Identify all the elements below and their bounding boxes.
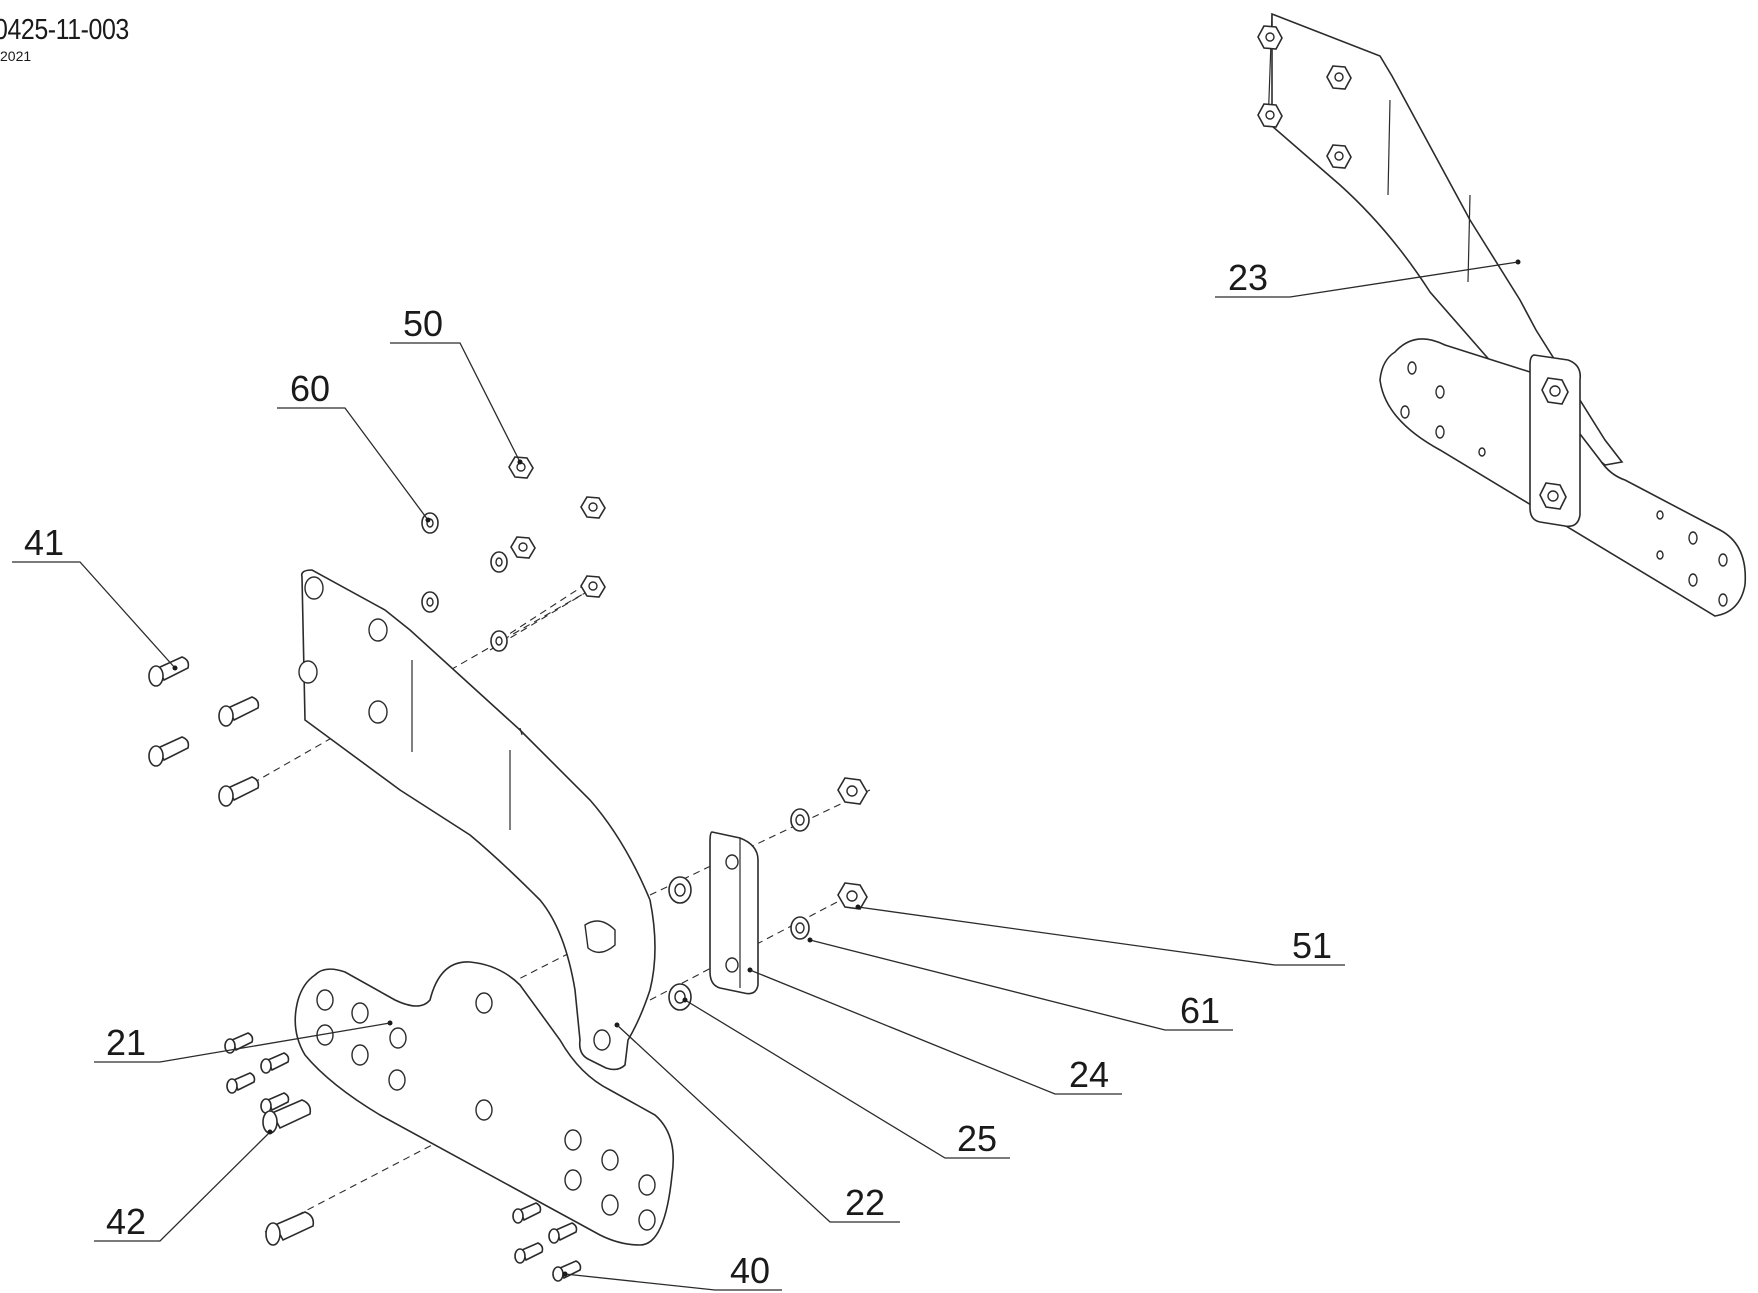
nuts-50 bbox=[508, 456, 606, 598]
bolts-41 bbox=[148, 656, 260, 807]
callout-label-42: 42 bbox=[106, 1201, 146, 1242]
washer-61-bottom bbox=[790, 916, 810, 940]
callout-25: 25 bbox=[682, 997, 1010, 1159]
callout-label-25: 25 bbox=[957, 1118, 997, 1159]
callout-61: 61 bbox=[807, 937, 1233, 1031]
nut-51-bottom bbox=[837, 882, 868, 910]
callout-label-60: 60 bbox=[290, 368, 330, 409]
assembled-view bbox=[1257, 12, 1747, 617]
callout-label-23: 23 bbox=[1228, 257, 1268, 298]
arm-plate-22 bbox=[300, 569, 656, 1071]
callout-label-40: 40 bbox=[730, 1250, 770, 1291]
callout-60: 60 bbox=[277, 368, 431, 523]
exploded-view bbox=[148, 456, 871, 1282]
callout-42: 42 bbox=[94, 1129, 273, 1242]
callout-label-22: 22 bbox=[845, 1182, 885, 1223]
bolt-heads-assembled bbox=[1257, 25, 1352, 169]
document-number: 0425-11-003 bbox=[0, 14, 129, 46]
washer-61-top bbox=[790, 808, 810, 832]
washers-60 bbox=[421, 512, 508, 652]
link-bar-24 bbox=[709, 831, 759, 995]
callout-label-41: 41 bbox=[24, 522, 64, 563]
callout-40: 40 bbox=[562, 1250, 782, 1291]
callout-50: 50 bbox=[390, 303, 523, 465]
bolts-42 bbox=[262, 1099, 315, 1246]
nut-51-top bbox=[837, 777, 868, 805]
callout-label-21: 21 bbox=[106, 1022, 146, 1063]
callout-23: 23 bbox=[1215, 257, 1519, 298]
callout-24: 24 bbox=[749, 969, 1122, 1095]
callout-22: 22 bbox=[616, 1024, 900, 1223]
callout-label-51: 51 bbox=[1292, 925, 1332, 966]
spacer-25-bottom bbox=[668, 983, 692, 1011]
spacer-25-top bbox=[668, 876, 692, 904]
nut-assembled-top bbox=[1541, 377, 1569, 405]
nut-assembled-bottom bbox=[1539, 482, 1567, 510]
small-bolts-assembled bbox=[1400, 361, 1728, 607]
arm-plate-assembled bbox=[1271, 12, 1624, 466]
callout-label-24: 24 bbox=[1069, 1054, 1109, 1095]
bolts-40 bbox=[224, 1032, 582, 1282]
callout-21: 21 bbox=[94, 1022, 391, 1063]
callout-label-61: 61 bbox=[1180, 990, 1220, 1031]
base-plate-holes bbox=[316, 989, 656, 1231]
document-year: 2021 bbox=[0, 48, 32, 64]
callout-label-50: 50 bbox=[403, 303, 443, 344]
callout-41: 41 bbox=[12, 522, 178, 671]
callout-51: 51 bbox=[855, 904, 1345, 966]
link-bar-assembled bbox=[1529, 354, 1582, 528]
